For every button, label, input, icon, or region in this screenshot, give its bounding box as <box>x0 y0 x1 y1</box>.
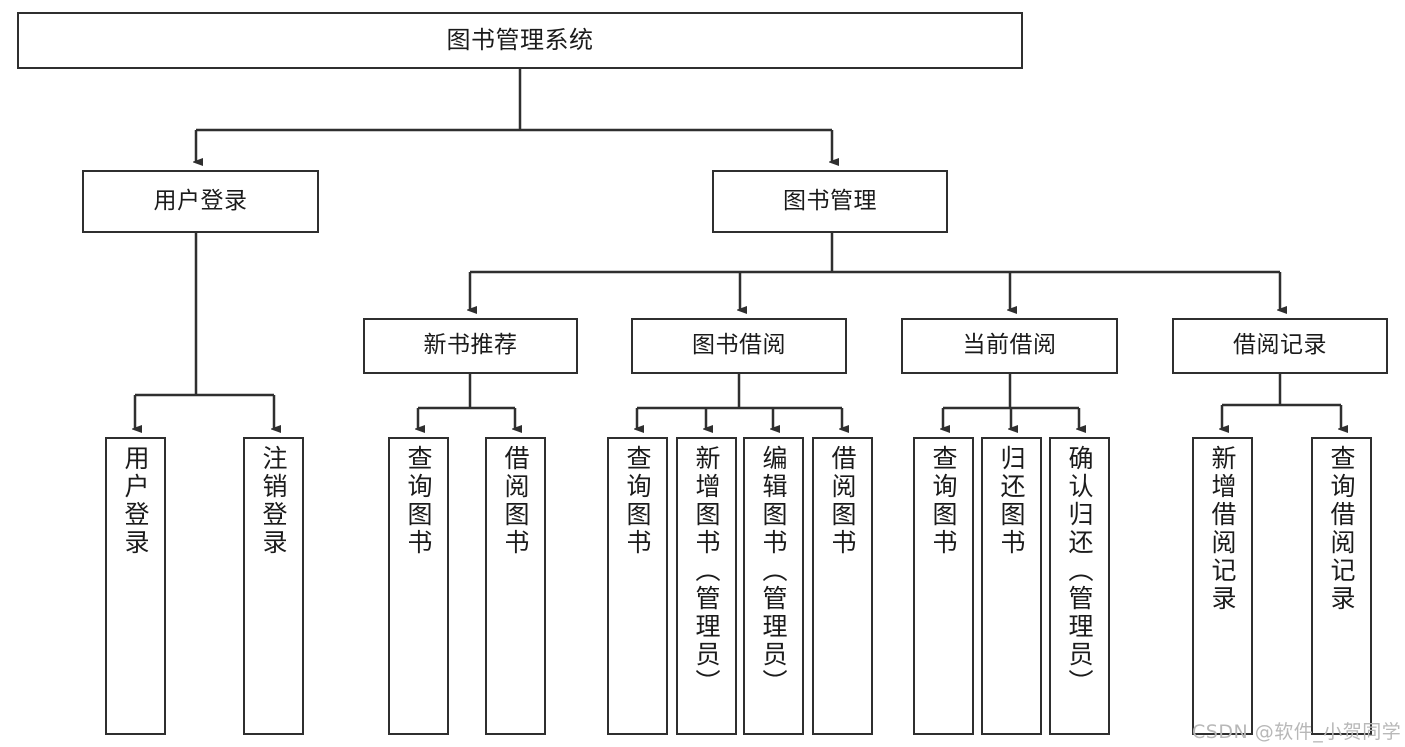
node-label: 查询图书 <box>623 445 652 557</box>
node-label: 用户登录 <box>153 187 248 214</box>
node-label: 查询图书 <box>929 445 958 557</box>
node-new-book-recommend[interactable]: 新书推荐 <box>363 318 578 374</box>
node-leaf-confirm-return[interactable]: 确认归还（管理员） <box>1049 437 1110 735</box>
node-label: 借阅图书 <box>501 445 530 557</box>
node-book-manage[interactable]: 图书管理 <box>712 170 948 233</box>
node-label: 当前借阅 <box>962 332 1057 359</box>
node-leaf-query-book-2[interactable]: 查询图书 <box>607 437 668 735</box>
node-label: 图书管理 <box>783 187 877 214</box>
node-leaf-user-login[interactable]: 用户登录 <box>105 437 166 735</box>
node-label: 借阅记录 <box>1233 332 1327 359</box>
node-book-borrow[interactable]: 图书借阅 <box>631 318 847 374</box>
node-label: 查询图书 <box>404 445 433 557</box>
node-label: 新增借阅记录 <box>1208 445 1237 613</box>
node-label: 新书推荐 <box>423 332 518 359</box>
node-label: 借阅图书 <box>828 445 857 557</box>
node-label: 新增图书（管理员） <box>692 445 721 697</box>
node-label: 归还图书 <box>997 445 1026 557</box>
node-leaf-query-book-1[interactable]: 查询图书 <box>388 437 449 735</box>
node-leaf-borrow-book-2[interactable]: 借阅图书 <box>812 437 873 735</box>
node-leaf-add-book[interactable]: 新增图书（管理员） <box>676 437 737 735</box>
node-leaf-logout[interactable]: 注销登录 <box>243 437 304 735</box>
node-leaf-borrow-book-1[interactable]: 借阅图书 <box>485 437 546 735</box>
node-borrow-record[interactable]: 借阅记录 <box>1172 318 1388 374</box>
node-current-borrow[interactable]: 当前借阅 <box>901 318 1118 374</box>
node-user-login[interactable]: 用户登录 <box>82 170 319 233</box>
node-label: 确认归还（管理员） <box>1065 445 1094 697</box>
node-label: 注销登录 <box>259 445 288 557</box>
node-label: 图书借阅 <box>692 332 786 359</box>
node-leaf-edit-book[interactable]: 编辑图书（管理员） <box>743 437 804 735</box>
node-leaf-query-book-3[interactable]: 查询图书 <box>913 437 974 735</box>
node-leaf-query-record[interactable]: 查询借阅记录 <box>1311 437 1372 735</box>
node-leaf-add-record[interactable]: 新增借阅记录 <box>1192 437 1253 735</box>
node-leaf-return-book[interactable]: 归还图书 <box>981 437 1042 735</box>
node-label: 编辑图书（管理员） <box>759 445 788 697</box>
node-label: 查询借阅记录 <box>1327 445 1356 613</box>
node-root-system[interactable]: 图书管理系统 <box>17 12 1023 69</box>
node-label: 图书管理系统 <box>446 26 594 55</box>
watermark: CSDN @软件_小贺同学 <box>1192 721 1402 743</box>
node-label: 用户登录 <box>121 445 150 557</box>
